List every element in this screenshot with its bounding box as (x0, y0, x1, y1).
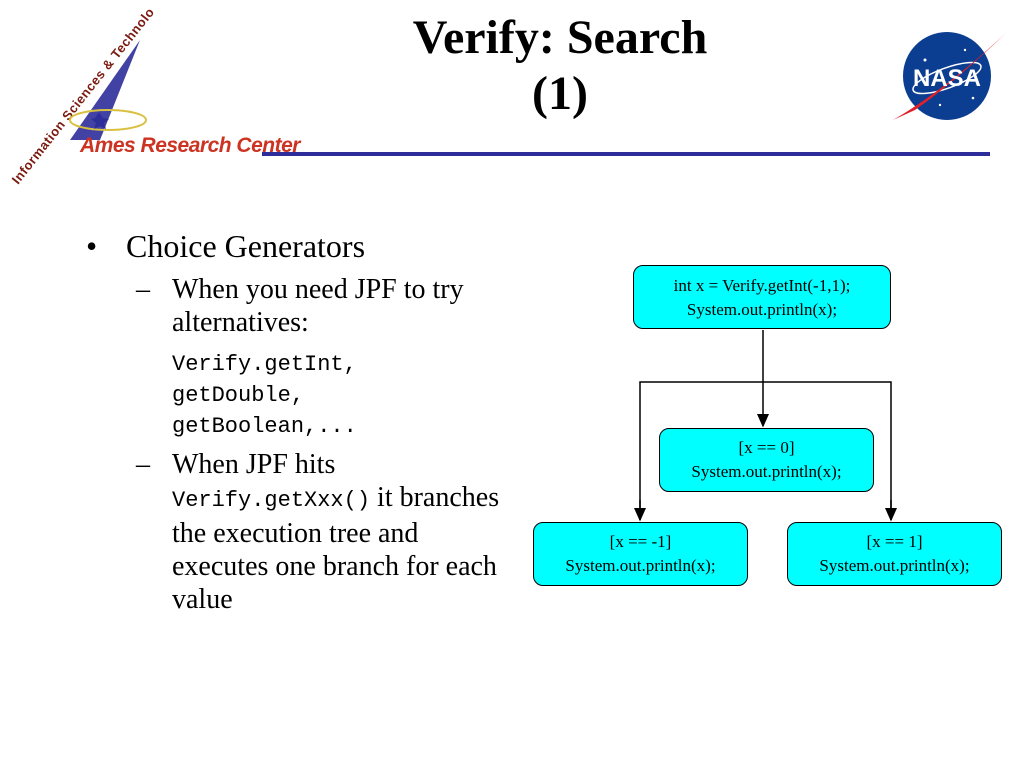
header-rule (262, 152, 990, 156)
page-title: Verify: Search (1) (300, 10, 820, 122)
nasa-logo-text: NASA (913, 65, 981, 92)
code-line: getBoolean,... (172, 414, 357, 439)
sub-bullet-2-code: Verify.getXxx() (172, 488, 371, 513)
right-node: [x == 1] System.out.println(x); (787, 522, 1002, 586)
middle-line-2: System.out.println(x); (691, 462, 842, 481)
middle-line-1: [x == 0] (738, 438, 795, 457)
bullet-choice-generators: • Choice Generators (86, 228, 506, 265)
sub-bullet-2: – When JPF hits Verify.getXxx() it branc… (136, 448, 506, 616)
middle-node: [x == 0] System.out.println(x); (659, 428, 874, 492)
root-line-1: int x = Verify.getInt(-1,1); (673, 276, 851, 295)
root-node: int x = Verify.getInt(-1,1); System.out.… (633, 265, 891, 329)
dash-marker: – (136, 449, 150, 480)
root-line-2: System.out.println(x); (686, 300, 838, 319)
sub-bullet-1: – When you need JPF to try alternatives: (136, 273, 506, 339)
bullet-dot: • (86, 228, 98, 264)
ist-logo: Information Sciences & Technology (0, 0, 157, 187)
dash-marker: – (136, 274, 150, 305)
code-line: getDouble, (172, 383, 305, 408)
left-line-1: [x == -1] (609, 532, 672, 551)
sub-bullet-1-text: When you need JPF to try alternatives: (172, 274, 464, 338)
title-line-2: (1) (532, 67, 588, 120)
org-arc-text: Information Sciences & Technology (0, 0, 157, 187)
bullet-main-text: Choice Generators (126, 228, 366, 264)
left-node: [x == -1] System.out.println(x); (533, 522, 748, 586)
nasa-logo: NASA (893, 32, 1007, 120)
sub-bullet-2-text: When JPF hits Verify.getXxx() it branche… (172, 448, 506, 616)
code-line: Verify.getInt, (172, 352, 357, 377)
sub-bullet-2-suffix: it branches the execution tree and execu… (172, 482, 500, 615)
code-list: Verify.getInt, getDouble, getBoolean,... (172, 349, 506, 442)
right-line-1: [x == 1] (866, 532, 923, 551)
org-name: Ames Research Center (80, 134, 300, 157)
right-line-2: System.out.println(x); (819, 556, 970, 575)
title-line-1: Verify: Search (412, 11, 708, 64)
svg-text:Information Sciences & Technol: Information Sciences & Technology (0, 0, 157, 187)
left-line-2: System.out.println(x); (565, 556, 716, 575)
bullet-list: • Choice Generators – When you need JPF … (86, 228, 506, 616)
sub-bullet-2-prefix: When JPF hits (172, 449, 336, 480)
